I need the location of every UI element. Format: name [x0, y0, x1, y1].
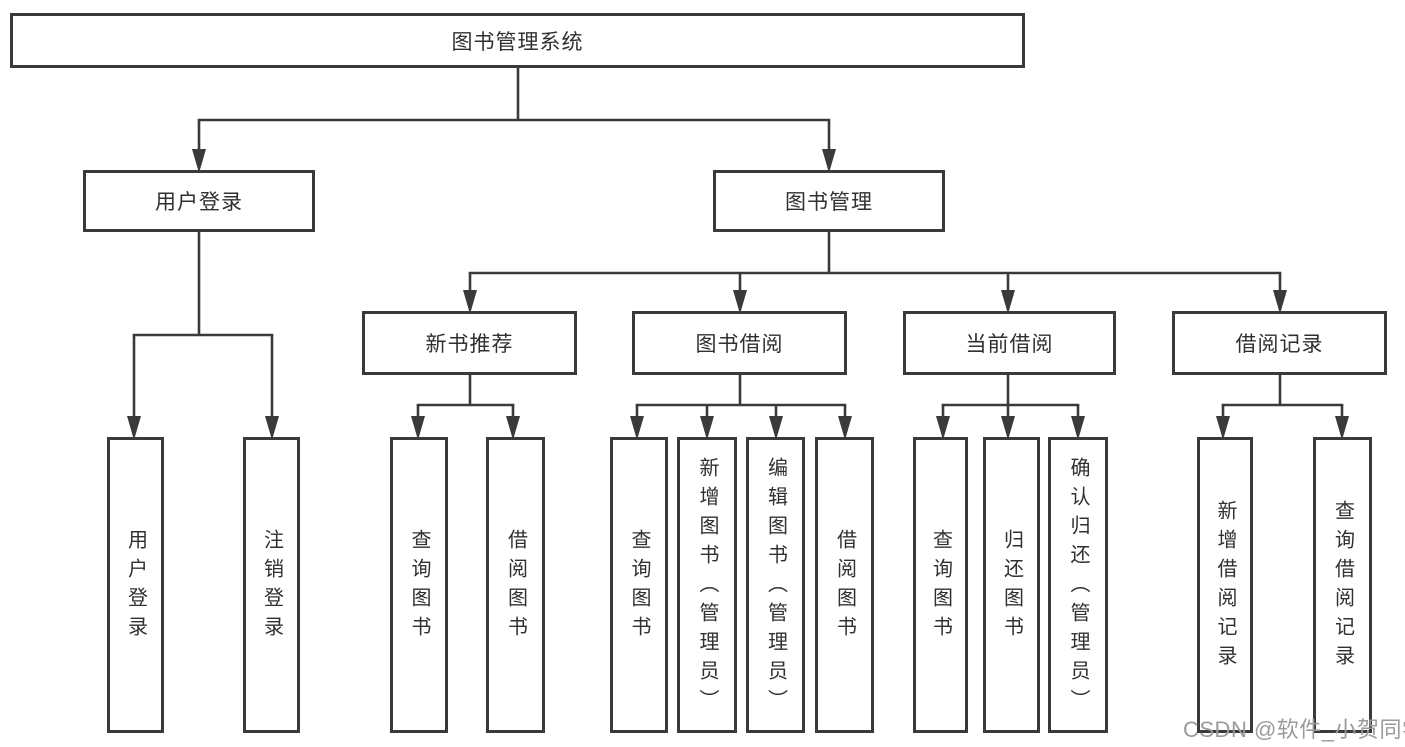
- leaf-query-borrow-record: 查询借阅记录: [1313, 437, 1372, 733]
- leaf-recommend-query-books: 查询图书: [390, 437, 448, 733]
- node-borrowing-records: 借阅记录: [1172, 311, 1387, 375]
- leaf-current-query-books: 查询图书: [913, 437, 968, 733]
- node-book-borrowing: 图书借阅: [632, 311, 847, 375]
- leaf-add-borrow-record: 新增借阅记录: [1197, 437, 1253, 733]
- leaf-user-login: 用户登录: [107, 437, 164, 733]
- leaf-add-books-admin: 新增图书（管理员）: [677, 437, 737, 733]
- node-new-book-recommend: 新书推荐: [362, 311, 577, 375]
- node-current-borrowing: 当前借阅: [903, 311, 1116, 375]
- leaf-confirm-return-admin: 确认归还（管理员）: [1048, 437, 1108, 733]
- leaf-edit-books-admin: 编辑图书（管理员）: [746, 437, 805, 733]
- node-library-management-system: 图书管理系统: [10, 13, 1025, 68]
- leaf-borrowing-borrow-books: 借阅图书: [815, 437, 874, 733]
- leaf-return-books: 归还图书: [983, 437, 1040, 733]
- csdn-watermark: CSDN @软件_小贺同学: [1183, 717, 1405, 742]
- node-book-management: 图书管理: [713, 170, 945, 232]
- leaf-borrowing-query-books: 查询图书: [610, 437, 668, 733]
- leaf-logout: 注销登录: [243, 437, 300, 733]
- leaf-recommend-borrow-books: 借阅图书: [486, 437, 545, 733]
- node-user-login: 用户登录: [83, 170, 315, 232]
